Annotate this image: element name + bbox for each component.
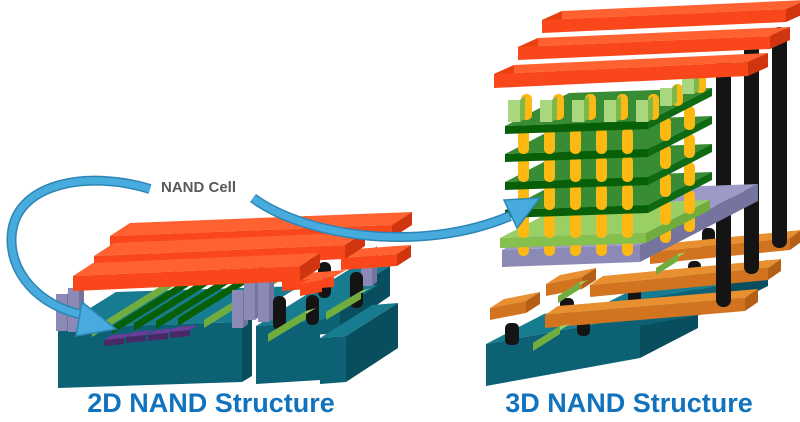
2d-wordline-bars <box>73 212 412 291</box>
red-wordline-bar <box>494 53 768 88</box>
3d-channel-columns <box>716 27 787 307</box>
orange-pad <box>546 268 596 296</box>
vertical-channel-column <box>716 56 731 307</box>
3d-shallow-trench-bars <box>533 252 686 351</box>
arrowhead <box>502 197 542 230</box>
vertical-channel-column <box>772 27 787 248</box>
yellow-cell-pillars <box>518 190 695 238</box>
3d-cell-stack <box>500 73 758 267</box>
orange-pad <box>490 292 540 320</box>
caption-2d-nand: 2D NAND Structure <box>87 388 335 418</box>
yellow-cell-pillars <box>518 106 695 154</box>
stack-top-tabs-and-pillars <box>508 73 706 122</box>
vertical-channel-column <box>744 42 759 274</box>
nand-cell-arrow-left <box>6 175 152 337</box>
orange-bitline-bar <box>545 289 758 328</box>
yellow-cell-pillars <box>518 134 695 182</box>
lavender-post <box>258 272 274 322</box>
red-wordline-bar <box>518 27 790 60</box>
3d-wordline-bars <box>494 0 800 88</box>
arrowhead <box>75 300 118 337</box>
red-wordline-bar <box>542 0 800 33</box>
3d-structure-illustration <box>486 0 800 386</box>
nand-cell-arrow-right <box>250 193 542 242</box>
yellow-cell-pillars <box>518 162 695 210</box>
caption-3d-nand: 3D NAND Structure <box>505 388 753 418</box>
nand-cell-label: NAND Cell <box>161 179 237 196</box>
red-wordline-bar <box>73 253 320 291</box>
